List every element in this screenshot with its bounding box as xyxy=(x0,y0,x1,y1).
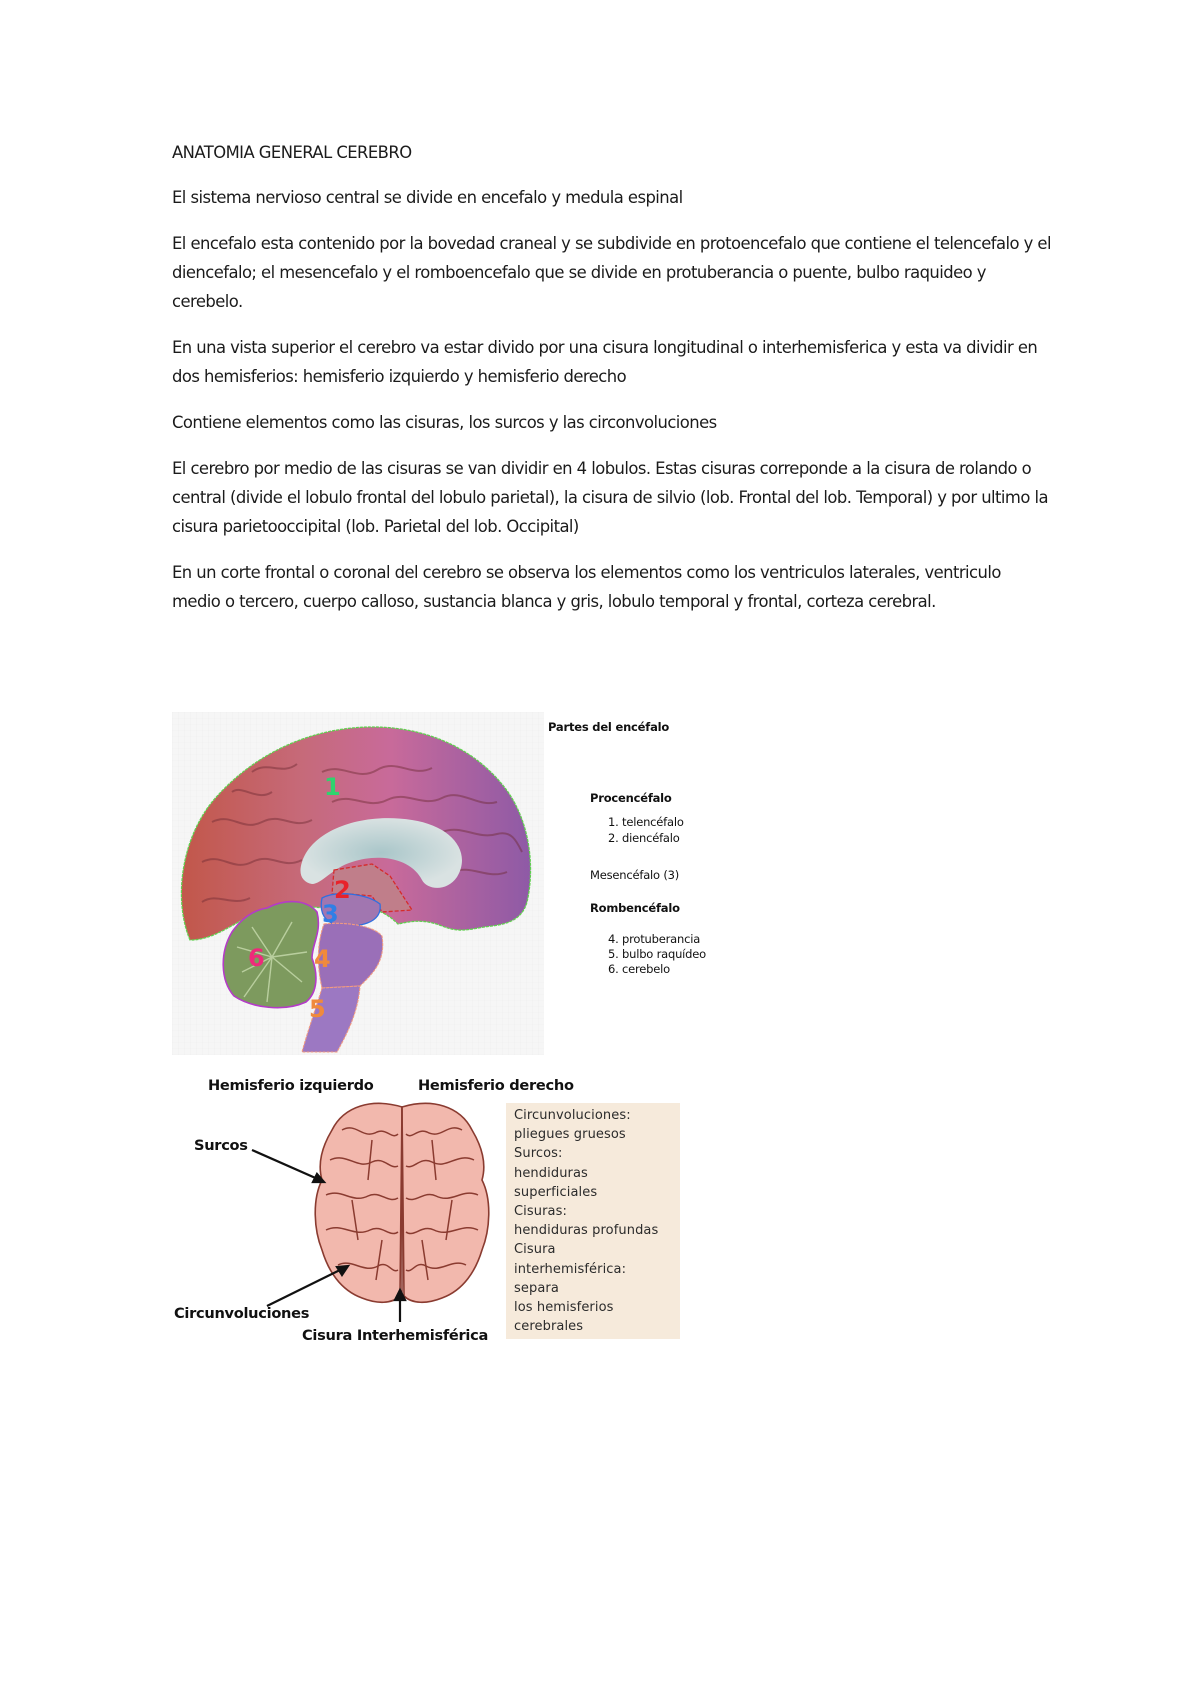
paragraph-2: El encefalo esta contenido por la boveda… xyxy=(172,234,1052,311)
infobox-line: Cisuras: xyxy=(514,1204,567,1220)
infobox-line: pliegues gruesos xyxy=(514,1127,626,1143)
legend-group-rombencefalo: Rombencéfalo xyxy=(590,901,680,915)
infobox-line: interhemisférica: xyxy=(514,1261,627,1277)
legend-item-4: 4. protuberancia xyxy=(608,932,701,946)
infobox-line: hendiduras profundas xyxy=(514,1223,659,1239)
superior-brain-figure: Hemisferio izquierdo Hemisferio derecho … xyxy=(172,1070,692,1370)
mesencephalon-region xyxy=(320,893,381,927)
paragraph-4: Contiene elementos como las cisuras, los… xyxy=(172,413,717,432)
legend-item-6: 6. cerebelo xyxy=(608,962,670,976)
marker-5: 5 xyxy=(309,995,326,1023)
infobox-line: hendiduras xyxy=(514,1165,588,1181)
label-left-hemisphere: Hemisferio izquierdo xyxy=(208,1077,374,1094)
pons-region xyxy=(317,922,384,989)
marker-3: 3 xyxy=(322,900,339,928)
definitions-infobox: Circunvoluciones: pliegues gruesos Surco… xyxy=(506,1103,680,1339)
label-cisura-interhemisferica: Cisura Interhemisférica xyxy=(302,1327,489,1344)
corpus-callosum xyxy=(300,818,462,888)
label-right-hemisphere: Hemisferio derecho xyxy=(418,1077,574,1094)
infobox-line: superficiales xyxy=(514,1184,598,1200)
brain-parts-legend: Partes del encéfalo Procencéfalo 1. tele… xyxy=(548,712,768,976)
paragraph-5: El cerebro por medio de las cisuras se v… xyxy=(172,459,1049,536)
document-title: ANATOMIA GENERAL CEREBRO xyxy=(172,143,412,162)
infobox-line: los hemisferios xyxy=(514,1300,614,1316)
paragraph-3: En una vista superior el cerebro va esta… xyxy=(172,338,1038,386)
document-body: ANATOMIA GENERAL CEREBRO El sistema nerv… xyxy=(172,138,1052,633)
legend-item-2: 2. diencéfalo xyxy=(608,831,680,845)
superior-brain-illustration xyxy=(251,1102,490,1322)
legend-group-procencefalo: Procencéfalo xyxy=(590,791,672,805)
label-circunvoluciones: Circunvoluciones xyxy=(174,1305,310,1322)
marker-6: 6 xyxy=(248,944,265,972)
infobox-line: separa xyxy=(514,1280,559,1296)
sagittal-brain-illustration: 1 2 3 4 5 6 xyxy=(172,712,544,1055)
label-surcos: Surcos xyxy=(194,1137,248,1154)
marker-1: 1 xyxy=(324,773,341,801)
paragraph-6: En un corte frontal o coronal del cerebr… xyxy=(172,563,1001,611)
legend-heading: Partes del encéfalo xyxy=(548,720,670,734)
infobox-line: Cisura xyxy=(514,1242,556,1258)
marker-2: 2 xyxy=(334,876,351,904)
legend-item-1: 1. telencéfalo xyxy=(608,815,684,829)
infobox-line: Circunvoluciones: xyxy=(514,1108,631,1123)
infobox-line: cerebrales xyxy=(514,1319,584,1335)
paragraph-1: El sistema nervioso central se divide en… xyxy=(172,188,683,207)
marker-4: 4 xyxy=(314,945,331,973)
legend-item-5: 5. bulbo raquídeo xyxy=(608,947,706,961)
infobox-line: Surcos: xyxy=(514,1146,563,1162)
medulla-region xyxy=(301,985,361,1053)
legend-group-mesencefalo: Mesencéfalo (3) xyxy=(590,868,680,882)
sagittal-brain-figure: 1 2 3 4 5 6 xyxy=(172,712,544,1055)
